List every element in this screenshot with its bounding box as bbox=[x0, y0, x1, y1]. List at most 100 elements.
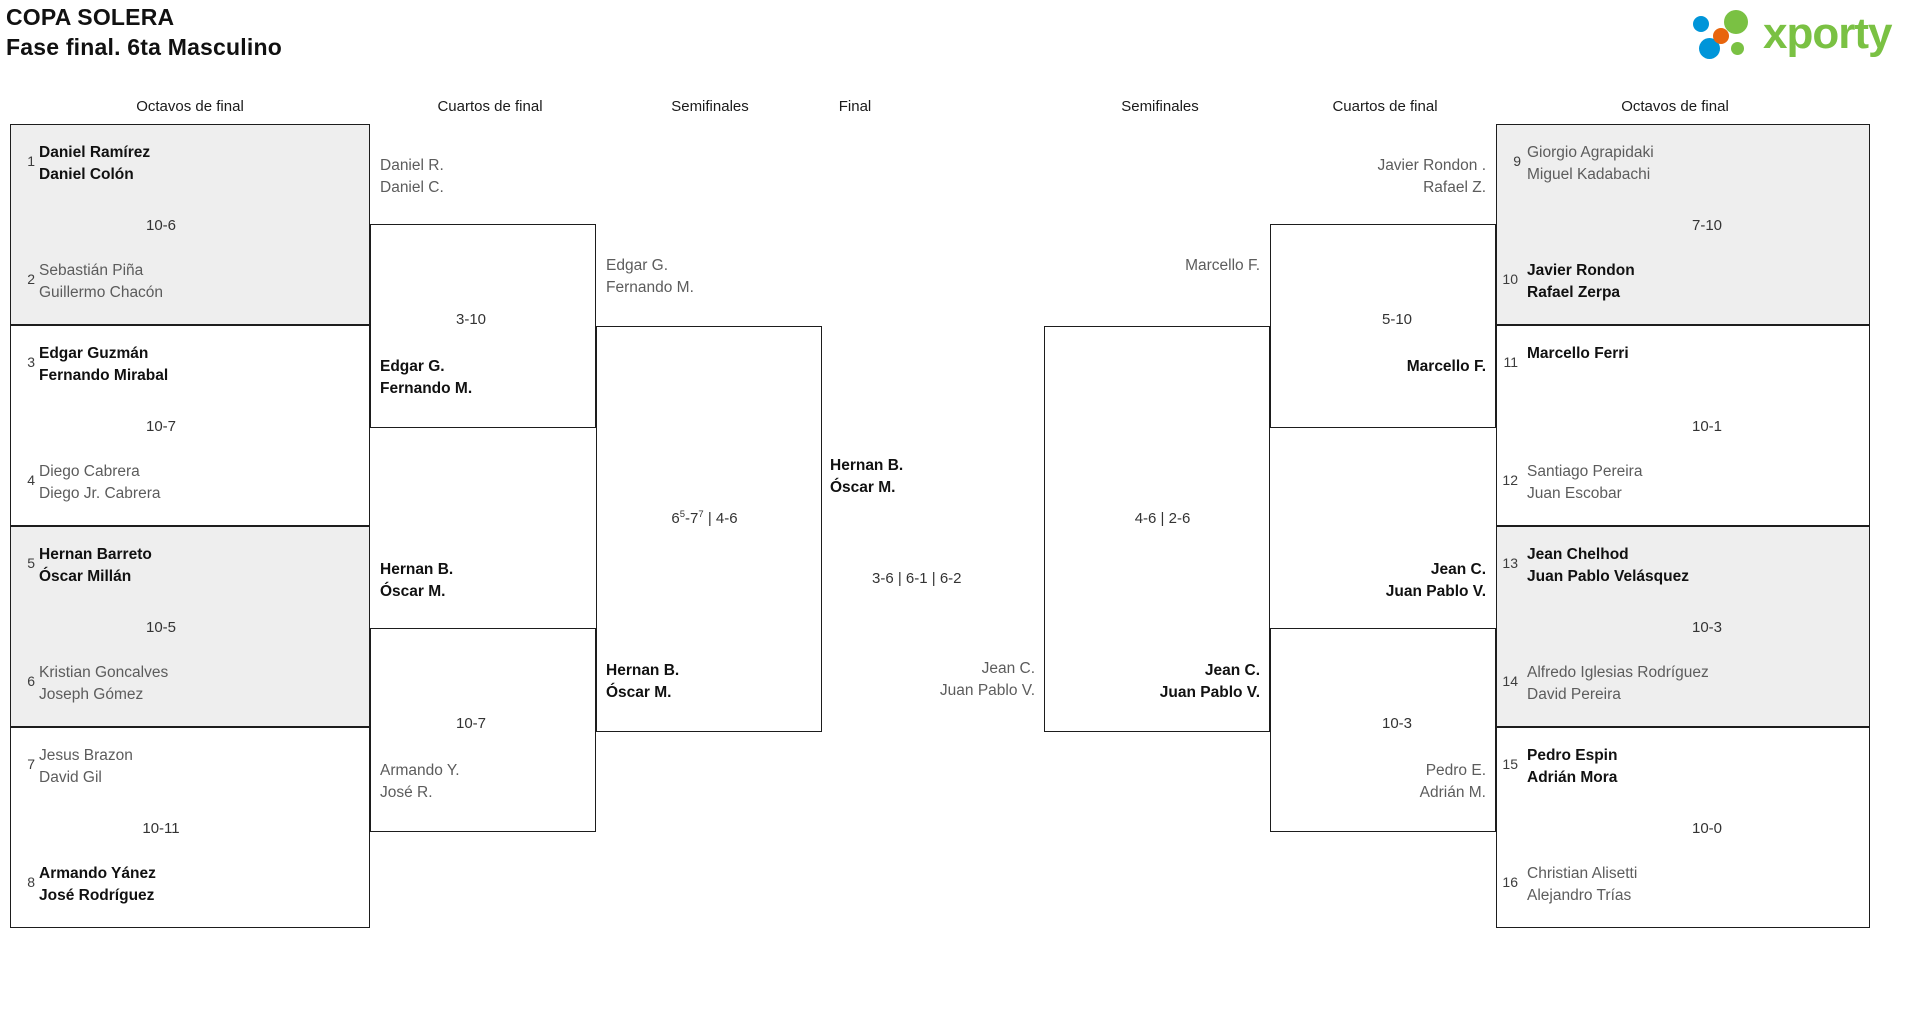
seed-number: 12 bbox=[1502, 472, 1518, 488]
rqf1-top-line-2: Rafael Z. bbox=[1423, 179, 1486, 196]
team-line-1: Jesus Brazon bbox=[39, 747, 133, 764]
match-box-left-r16-4[interactable]: 7 Jesus Brazon David Gil 10-11 8 Armando… bbox=[10, 727, 370, 928]
rqf2-bottom-line-2: Adrián M. bbox=[1419, 784, 1486, 801]
seed-number: 15 bbox=[1502, 756, 1518, 772]
final-bottom-line-1: Jean C. bbox=[981, 660, 1035, 677]
seed-number: 2 bbox=[27, 271, 35, 287]
team-line-2: Fernando Mirabal bbox=[39, 367, 169, 384]
match-box-right-r16-1[interactable]: 9 Giorgio Agrapidaki Miguel Kadabachi 7-… bbox=[1496, 124, 1870, 325]
rqf1-top-line-1: Javier Rondon . bbox=[1377, 157, 1486, 174]
match-score: 10-11 bbox=[142, 820, 180, 837]
match-score: 10-7 bbox=[455, 715, 487, 732]
match-box-right-qf-1[interactable]: 5-10 bbox=[1270, 224, 1496, 428]
team-line-2: Daniel Colón bbox=[39, 166, 134, 183]
round-header-right-r16: Octavos de final bbox=[1621, 98, 1729, 115]
qf1-bottom-line-2: Fernando M. bbox=[380, 380, 473, 397]
team-line-2: Juan Escobar bbox=[1527, 485, 1622, 502]
team-line-2: Joseph Gómez bbox=[39, 686, 144, 703]
match-box-left-r16-2[interactable]: 3 Edgar Guzmán Fernando Mirabal 10-7 4 D… bbox=[10, 325, 370, 526]
match-box-left-r16-3[interactable]: 5 Hernan Barreto Óscar Millán 10-5 6 Kri… bbox=[10, 526, 370, 727]
team-line-1: Santiago Pereira bbox=[1527, 463, 1643, 480]
match-box-left-qf-1[interactable]: 3-10 bbox=[370, 224, 596, 428]
match-box-right-qf-2[interactable]: 10-3 bbox=[1270, 628, 1496, 832]
qf1-bottom-line-1: Edgar G. bbox=[380, 358, 445, 375]
match-score: 10-5 bbox=[145, 619, 177, 636]
round-header-left-qf: Cuartos de final bbox=[437, 98, 543, 115]
sf-bottom-line-1: Hernan B. bbox=[606, 662, 680, 679]
team-line-1: Giorgio Agrapidaki bbox=[1527, 144, 1654, 161]
team-line-1: Marcello Ferri bbox=[1527, 345, 1629, 362]
final-top-line-1: Hernan B. bbox=[830, 457, 904, 474]
match-score: 5-10 bbox=[1381, 311, 1413, 328]
team-line-1: Christian Alisetti bbox=[1527, 865, 1638, 882]
seed-number: 11 bbox=[1503, 354, 1518, 370]
match-score: 10-0 bbox=[1691, 820, 1723, 837]
team-line-2: Adrián Mora bbox=[1527, 769, 1618, 786]
match-box-right-r16-3[interactable]: 13 Jean Chelhod Juan Pablo Velásquez 10-… bbox=[1496, 526, 1870, 727]
match-box-left-sf-1[interactable]: 65-77 | 4-6 bbox=[596, 326, 822, 732]
tournament-title: COPA SOLERA bbox=[6, 4, 175, 30]
seed-number: 5 bbox=[27, 555, 35, 571]
match-score: 10-1 bbox=[1691, 418, 1723, 435]
team-line-2: David Gil bbox=[39, 769, 102, 786]
team-line-2: Juan Pablo Velásquez bbox=[1527, 568, 1689, 585]
seed-number: 4 bbox=[27, 472, 35, 488]
match-box-right-r16-4[interactable]: 15 Pedro Espin Adrián Mora 10-0 16 Chris… bbox=[1496, 727, 1870, 928]
logo-wordmark: xporty bbox=[1763, 9, 1892, 58]
match-score: 3-10 bbox=[455, 311, 487, 328]
team-line-2: José Rodríguez bbox=[39, 887, 155, 904]
seed-number: 1 bbox=[27, 153, 35, 169]
team-line-1: Edgar Guzmán bbox=[39, 345, 149, 362]
seed-number: 14 bbox=[1502, 673, 1518, 689]
team-line-1: Alfredo Iglesias Rodríguez bbox=[1527, 664, 1709, 681]
team-line-1: Armando Yánez bbox=[39, 865, 156, 882]
seed-number: 9 bbox=[1513, 153, 1521, 169]
qf1-top-line-2: Daniel C. bbox=[380, 179, 444, 196]
team-line-1: Hernan Barreto bbox=[39, 546, 152, 563]
seed-number: 13 bbox=[1502, 555, 1518, 571]
match-score: 10-7 bbox=[145, 418, 177, 435]
rqf2-bottom-line-1: Pedro E. bbox=[1425, 762, 1486, 779]
final-bottom-line-2: Juan Pablo V. bbox=[939, 682, 1035, 699]
round-header-right-qf: Cuartos de final bbox=[1332, 98, 1438, 115]
seed-number: 6 bbox=[27, 673, 35, 689]
seed-number: 8 bbox=[27, 874, 35, 890]
match-score: 4-6 | 2-6 bbox=[1134, 510, 1191, 527]
seed-number: 10 bbox=[1502, 271, 1518, 287]
match-box-left-qf-2[interactable]: 10-7 bbox=[370, 628, 596, 832]
match-box-right-r16-2[interactable]: 11 Marcello Ferri 10-1 12 Santiago Perei… bbox=[1496, 325, 1870, 526]
round-header-left-sf: Semifinales bbox=[671, 98, 749, 115]
title-block: COPA SOLERA Fase final. 6ta Masculino bbox=[6, 2, 282, 62]
team-line-1: Sebastián Piña bbox=[39, 262, 144, 279]
match-score: 7-10 bbox=[1691, 217, 1723, 234]
final-top-line-2: Óscar M. bbox=[830, 479, 896, 496]
team-line-1: Daniel Ramírez bbox=[39, 144, 151, 161]
match-score: 65-77 | 4-6 bbox=[671, 509, 738, 527]
sf-top-line-1: Edgar G. bbox=[606, 257, 669, 274]
rqf2-top-line-1: Jean C. bbox=[1430, 561, 1486, 578]
match-score: 10-3 bbox=[1381, 715, 1413, 732]
tournament-subtitle: Fase final. 6ta Masculino bbox=[6, 34, 282, 60]
qf1-top-line-1: Daniel R. bbox=[380, 157, 444, 174]
qf2-top-line-1: Hernan B. bbox=[380, 561, 454, 578]
match-score: 10-3 bbox=[1691, 619, 1723, 636]
team-line-2: Rafael Zerpa bbox=[1527, 284, 1621, 301]
logo-dots-icon bbox=[1693, 10, 1763, 62]
seed-number: 7 bbox=[27, 756, 35, 772]
team-line-1: Kristian Goncalves bbox=[39, 664, 169, 681]
xporty-logo[interactable]: xporty bbox=[1693, 6, 1908, 64]
rqf1-bottom-line-1: Marcello F. bbox=[1406, 358, 1486, 375]
match-box-right-sf-1[interactable]: 4-6 | 2-6 bbox=[1044, 326, 1270, 732]
rsf-bottom-line-2: Juan Pablo V. bbox=[1159, 684, 1260, 701]
rsf-bottom-line-1: Jean C. bbox=[1204, 662, 1260, 679]
round-header-right-sf: Semifinales bbox=[1121, 98, 1199, 115]
match-score: 10-6 bbox=[145, 217, 177, 234]
qf2-top-line-2: Óscar M. bbox=[380, 583, 446, 600]
round-header-left-r16: Octavos de final bbox=[136, 98, 244, 115]
final-score: 3-6 | 6-1 | 6-2 bbox=[872, 570, 962, 587]
match-box-left-r16-1[interactable]: 1 Daniel Ramírez Daniel Colón 10-6 2 Seb… bbox=[10, 124, 370, 325]
team-line-2: Guillermo Chacón bbox=[39, 284, 164, 301]
team-line-1: Pedro Espin bbox=[1527, 747, 1618, 764]
team-line-1: Diego Cabrera bbox=[39, 463, 140, 480]
